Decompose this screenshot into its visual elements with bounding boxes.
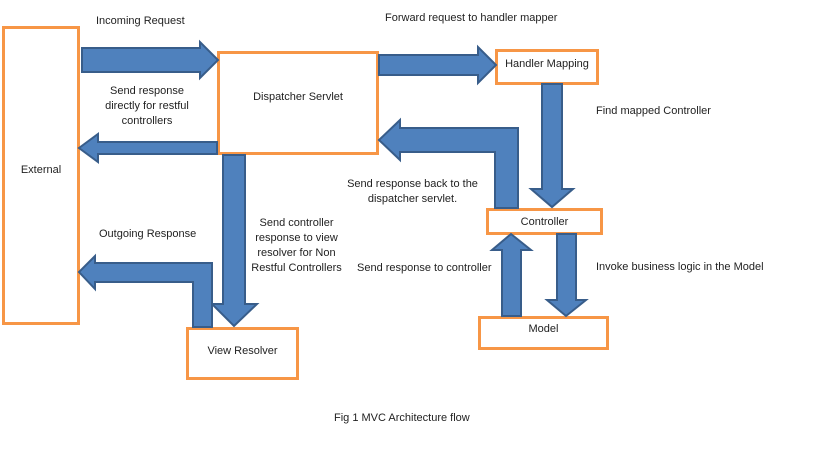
node-external-label: External	[20, 163, 62, 176]
label-forward-request: Forward request to handler mapper	[385, 12, 558, 24]
label-send-response-restful: Send response directly for restful contr…	[105, 85, 189, 127]
label-send-response-back: Send response back to the dispatcher ser…	[347, 178, 478, 205]
node-handler-mapping: Handler Mapping	[495, 49, 599, 85]
arrow-forward-request	[378, 44, 498, 86]
node-external: External	[2, 26, 80, 325]
label-invoke-business-logic: Invoke business logic in the Model	[596, 261, 764, 273]
arrow-response-restful-left	[77, 132, 218, 164]
label-outgoing-response: Outgoing Response	[99, 228, 197, 240]
node-view-resolver-label: View Resolver	[207, 344, 278, 357]
arrow-view-resolver-to-external	[77, 253, 213, 328]
node-dispatcher-servlet-label: Dispatcher Servlet	[253, 91, 343, 103]
arrow-handler-to-controller	[528, 83, 576, 209]
node-model: Model	[478, 316, 609, 350]
arrow-incoming-request	[81, 39, 220, 81]
node-handler-mapping-label: Handler Mapping	[505, 58, 589, 70]
label-send-response-to-controller: Send response to controller	[357, 262, 492, 274]
node-view-resolver: View Resolver	[186, 327, 299, 380]
node-model-label: Model	[528, 323, 559, 335]
label-find-mapped-controller: Find mapped Controller	[596, 105, 711, 117]
arrow-model-to-controller	[489, 232, 534, 317]
label-incoming-request: Incoming Request	[96, 15, 185, 27]
figure-caption: Fig 1 MVC Architecture flow	[334, 412, 470, 424]
node-controller-label: Controller	[520, 215, 569, 228]
label-send-controller-response: Send controller response to view resolve…	[251, 217, 342, 274]
arrow-controller-to-model	[544, 233, 589, 318]
node-controller: Controller	[486, 208, 603, 235]
node-dispatcher-servlet: Dispatcher Servlet	[217, 51, 379, 155]
